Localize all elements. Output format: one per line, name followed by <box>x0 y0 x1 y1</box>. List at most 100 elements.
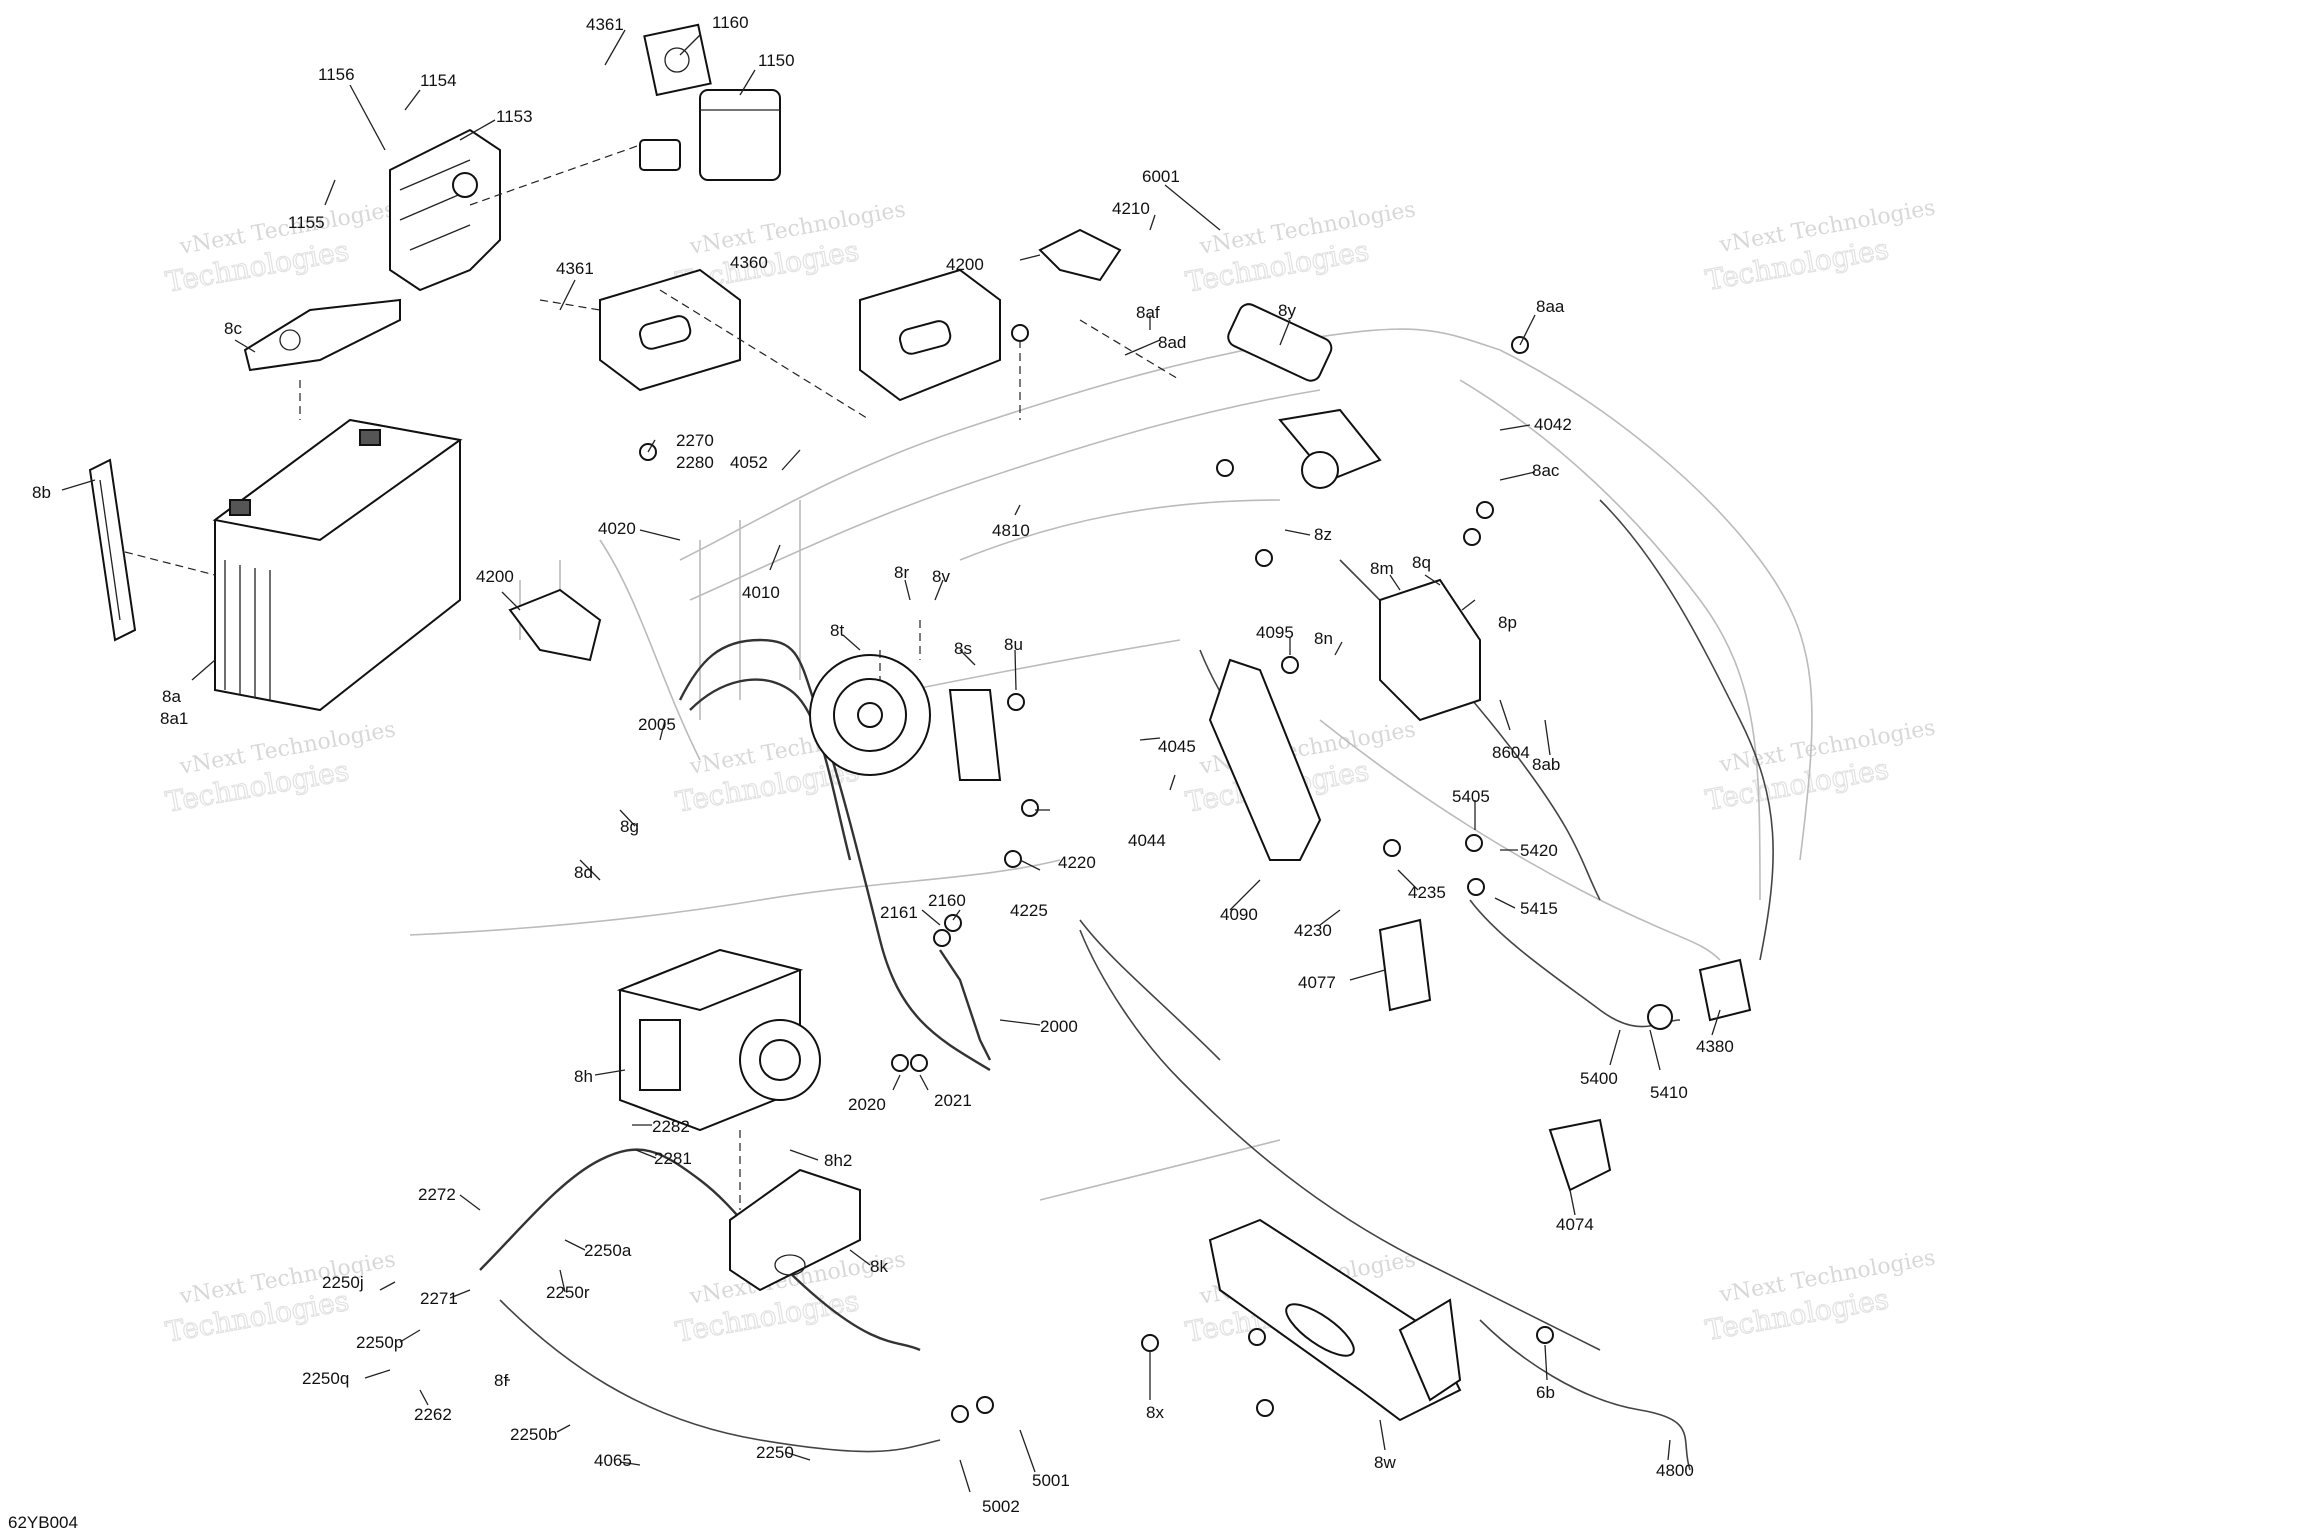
connector-4077 <box>1378 918 1432 1012</box>
part-label-4361: 4361 <box>556 259 594 278</box>
part-label-8h: 8h <box>574 1067 593 1086</box>
part-label-4044: 4044 <box>1128 831 1166 850</box>
part-label-4200: 4200 <box>946 255 984 274</box>
part-label-8d: 8d <box>574 863 593 882</box>
part-label-4200: 4200 <box>476 567 514 586</box>
part-label-4077: 4077 <box>1298 973 1336 992</box>
battery <box>212 418 463 712</box>
part-label-5410: 5410 <box>1650 1083 1688 1102</box>
part-label-4010: 4010 <box>742 583 780 602</box>
part-label-2270: 2270 <box>676 431 714 450</box>
part-label-4380: 4380 <box>1696 1037 1734 1056</box>
part-label-2005: 2005 <box>638 715 676 734</box>
part-label-5001: 5001 <box>1032 1471 1070 1490</box>
part-label-8t: 8t <box>830 621 844 640</box>
part-label-1160: 1160 <box>712 13 749 32</box>
part-label-2280: 2280 <box>676 453 714 472</box>
part-label-1153: 1153 <box>496 107 533 126</box>
part-label-2020: 2020 <box>848 1095 886 1114</box>
diagram-code: 62YB004 <box>8 1513 78 1532</box>
relay-module <box>639 89 781 181</box>
part-label-4210: 4210 <box>1112 199 1150 218</box>
clip-4200-top <box>1038 228 1122 282</box>
part-label-5420: 5420 <box>1520 841 1558 860</box>
pedal-assembly <box>1208 1218 1462 1422</box>
part-label-1154: 1154 <box>420 71 457 90</box>
abs-bracket-8k <box>729 1168 861 1292</box>
control-module-4360 <box>599 268 741 392</box>
part-label-2250: 2250 <box>756 1443 794 1462</box>
gasket-plate <box>643 23 712 97</box>
part-label-8c: 8c <box>224 319 242 338</box>
part-label-4052: 4052 <box>730 453 768 472</box>
part-label-4020: 4020 <box>598 519 636 538</box>
part-label-8p: 8p <box>1498 613 1517 632</box>
horn <box>809 654 1002 781</box>
part-label-2160: 2160 <box>928 891 966 910</box>
part-label-2250p: 2250p <box>356 1333 403 1352</box>
part-label-2161: 2161 <box>880 903 918 922</box>
part-label-2021: 2021 <box>934 1091 972 1110</box>
part-label-2272: 2272 <box>418 1185 456 1204</box>
part-label-4360: 4360 <box>730 253 768 272</box>
part-label-8n: 8n <box>1314 629 1333 648</box>
part-label-5415: 5415 <box>1520 899 1558 918</box>
part-label-8u: 8u <box>1004 635 1023 654</box>
fuse-box-bracket <box>389 128 501 292</box>
part-label-4074: 4074 <box>1556 1215 1594 1234</box>
part-label-2282: 2282 <box>652 1117 690 1136</box>
leader-lines <box>61 29 1721 1493</box>
part-label-2250a: 2250a <box>584 1241 632 1260</box>
part-label-2000: 2000 <box>1040 1017 1078 1036</box>
cable-2000 <box>939 949 992 1061</box>
part-label-8q: 8q <box>1412 553 1431 572</box>
part-label-4095: 4095 <box>1256 623 1294 642</box>
part-label-8x: 8x <box>1146 1403 1164 1422</box>
part-label-1155: 1155 <box>288 213 325 232</box>
part-label-2250q: 2250q <box>302 1369 349 1388</box>
part-label-4800: 4800 <box>1656 1461 1694 1480</box>
part-label-2250r: 2250r <box>546 1283 590 1302</box>
part-number-labels: 1156 1154 1153 1155 4361 1160 1150 4361 … <box>32 13 1734 1516</box>
part-label-6001: 6001 <box>1142 167 1180 186</box>
part-label-1150: 1150 <box>758 51 795 70</box>
part-label-4235: 4235 <box>1408 883 1446 902</box>
part-label-8ab: 8ab <box>1532 755 1560 774</box>
part-label-4810: 4810 <box>992 521 1030 540</box>
part-label-8a: 8a <box>162 687 181 706</box>
part-label-4042: 4042 <box>1534 415 1572 434</box>
part-label-8r: 8r <box>894 563 909 582</box>
part-label-8a1: 8a1 <box>160 709 188 728</box>
watermark-group: vNext Technologies Technologies vNext Te… <box>162 195 1937 1349</box>
part-label-4361: 4361 <box>586 15 624 34</box>
vehicle-frame-outline <box>409 328 1813 1201</box>
small-fasteners <box>639 324 1673 1423</box>
part-label-8z: 8z <box>1314 525 1332 544</box>
part-label-8s: 8s <box>954 639 972 658</box>
actuator-motor <box>1227 303 1382 489</box>
part-label-8b: 8b <box>32 483 51 502</box>
part-label-2250b: 2250b <box>510 1425 557 1444</box>
part-label-8h2: 8h2 <box>824 1151 852 1170</box>
part-label-8ad: 8ad <box>1158 333 1186 352</box>
part-label-5405: 5405 <box>1452 787 1490 806</box>
part-label-8m: 8m <box>1370 559 1394 578</box>
abs-module <box>616 948 821 1132</box>
part-label-4220: 4220 <box>1058 853 1096 872</box>
control-module-second <box>859 268 1001 402</box>
part-label-2271: 2271 <box>420 1289 458 1308</box>
battery-strap-8b <box>88 458 137 642</box>
clip-4074 <box>1548 1118 1612 1192</box>
part-label-8v: 8v <box>932 567 950 586</box>
part-label-8k: 8k <box>870 1257 888 1276</box>
part-label-4065: 4065 <box>594 1451 632 1470</box>
part-label-5002: 5002 <box>982 1497 1020 1516</box>
bracket-4090 <box>1208 658 1322 861</box>
battery-cover-8c <box>243 298 401 372</box>
part-label-2281: 2281 <box>654 1149 692 1168</box>
part-label-8aa: 8aa <box>1536 297 1565 316</box>
part-label-1156: 1156 <box>318 65 355 84</box>
part-label-8g: 8g <box>620 817 639 836</box>
part-label-4090: 4090 <box>1220 905 1258 924</box>
